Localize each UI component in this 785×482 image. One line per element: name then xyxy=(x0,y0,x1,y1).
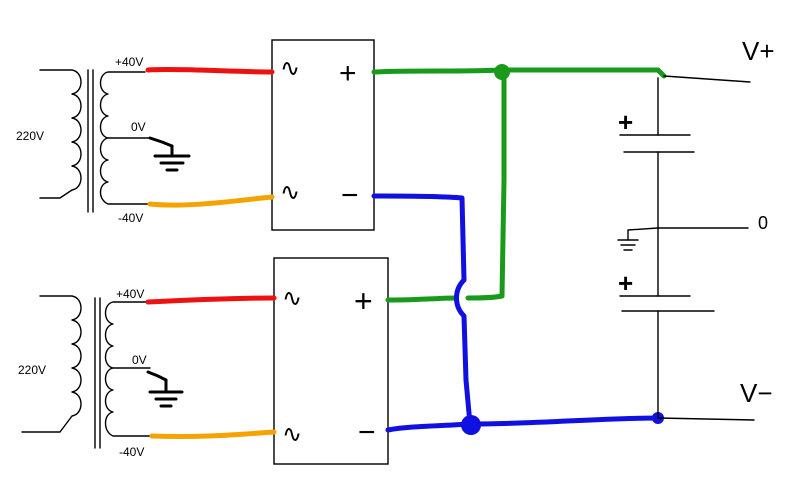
plus-symbol: + xyxy=(354,283,373,319)
transformer-top: 220V +40V 0V -40V xyxy=(16,55,191,225)
minus-symbol: − xyxy=(341,179,359,212)
tap-0v-label: 0V xyxy=(131,120,146,134)
wire-negative-rail xyxy=(385,415,661,433)
wire-positive-rail xyxy=(371,67,667,79)
ac-bottom-symbol: ∿ xyxy=(280,179,300,206)
tap-minus40-label: -40V xyxy=(119,445,144,459)
output-line-vminus xyxy=(657,417,755,421)
rectifier-bottom: ∿ ∿ + − xyxy=(273,257,389,465)
wire-negative-top xyxy=(371,193,473,427)
wire-minus40-top xyxy=(147,194,275,208)
secondary-coil-bottom xyxy=(104,301,153,437)
transformer-bottom: 220V +40V 0V -40V xyxy=(18,287,184,459)
ground-symbol-bottom xyxy=(146,370,184,408)
capacitor-top-polarity: + xyxy=(618,107,633,137)
wire-positive-drop xyxy=(499,69,507,299)
junction-positive xyxy=(494,64,510,80)
wire-plus40-bottom xyxy=(145,295,277,305)
output-line-vplus xyxy=(663,75,751,83)
junction-negative xyxy=(461,415,481,435)
output-label-vminus: V− xyxy=(740,378,773,408)
output-label-zero: 0 xyxy=(758,213,768,233)
capacitor-bottom-polarity: + xyxy=(618,268,633,298)
primary-voltage-label: 220V xyxy=(18,363,46,377)
plus-symbol: + xyxy=(339,57,357,90)
wire-minus40-bottom xyxy=(149,429,277,440)
ground-symbol-caps xyxy=(617,227,659,251)
primary-voltage-label: 220V xyxy=(16,129,44,143)
tap-0v-label: 0V xyxy=(132,353,147,367)
minus-symbol: − xyxy=(358,416,376,449)
ac-top-symbol: ∿ xyxy=(282,285,302,312)
tap-minus40-label: -40V xyxy=(118,211,143,225)
primary-coil-bottom xyxy=(21,295,82,433)
ground-symbol-top xyxy=(148,136,191,172)
ac-bottom-symbol: ∿ xyxy=(282,421,302,448)
ac-top-symbol: ∿ xyxy=(280,55,300,82)
rectifier-top: ∿ ∿ + − xyxy=(271,39,375,231)
secondary-coil-top xyxy=(99,71,151,205)
capacitor-bank: + + xyxy=(617,75,755,421)
tap-plus40-label: +40V xyxy=(115,55,143,69)
primary-coil-top xyxy=(39,69,82,199)
wire-plus40-top xyxy=(145,66,275,75)
output-label-vplus: V+ xyxy=(742,36,775,66)
tap-plus40-label: +40V xyxy=(116,287,144,301)
wire-positive-bottom xyxy=(385,293,505,303)
